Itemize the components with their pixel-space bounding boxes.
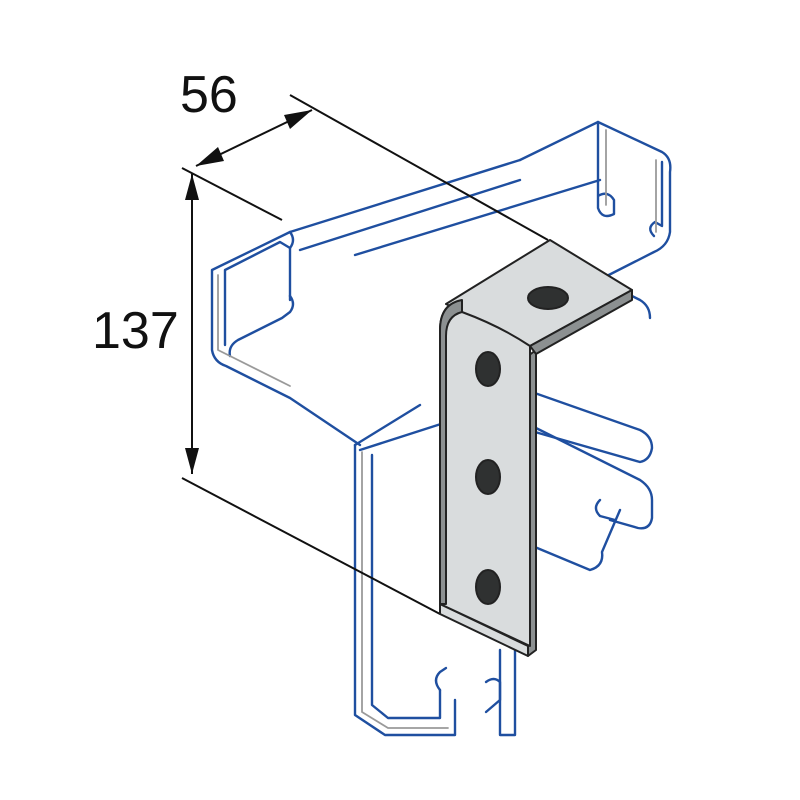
arrow-width-left xyxy=(196,147,224,166)
horizontal-channel-lower-rail xyxy=(453,363,654,464)
horizontal-channel-front-inner-line xyxy=(217,274,291,387)
bracket-hole-top xyxy=(527,286,569,310)
angle-bracket xyxy=(439,239,633,657)
horizontal-channel-bottom-lip xyxy=(594,498,617,522)
extension-line-top-left xyxy=(181,167,283,221)
horizontal-channel-front-profile xyxy=(210,230,362,447)
horizontal-channel-back-profile xyxy=(518,120,672,284)
extension-line-top-right xyxy=(289,94,549,241)
width-dimension-label: 56 xyxy=(180,66,238,124)
horizontal-channel xyxy=(210,120,672,572)
bracket-top-flange-edge xyxy=(529,289,633,355)
bracket-hole-middle xyxy=(475,459,501,495)
arrow-height-top xyxy=(185,174,199,200)
bracket-bend xyxy=(439,299,463,605)
vertical-channel-outline xyxy=(353,443,457,737)
horizontal-channel-top-edge xyxy=(288,158,522,234)
dimension-lines xyxy=(181,94,549,615)
horizontal-channel-bottom-rail xyxy=(498,408,654,530)
extension-line-bottom xyxy=(181,477,441,615)
horizontal-channel-back-lip xyxy=(649,160,664,238)
vertical-channel-lip-right xyxy=(484,677,502,714)
horizontal-channel-front-lip-bottom xyxy=(228,294,295,358)
vertical-channel-top-edge xyxy=(353,403,422,447)
vertical-channel xyxy=(353,403,517,737)
vertical-channel-lip-left xyxy=(434,666,448,692)
horizontal-channel-front-depth xyxy=(288,178,522,302)
arrow-width-right xyxy=(284,110,312,129)
vertical-channel-front-rib xyxy=(370,453,442,720)
horizontal-channel-back-inner-line xyxy=(605,129,657,233)
height-dimension-label: 137 xyxy=(92,302,179,360)
bracket-hole-lower xyxy=(475,569,501,605)
vertical-channel-inner xyxy=(361,451,449,729)
horizontal-channel-mid-edge xyxy=(353,178,602,257)
bracket-hole-upper xyxy=(475,351,501,387)
arrow-height-bottom xyxy=(185,448,199,474)
horizontal-channel-back-inner xyxy=(596,120,616,218)
horizontal-channel-front-lip-top xyxy=(223,230,295,347)
vertical-channel-right-wall xyxy=(498,643,517,737)
horizontal-channel-rear-rail xyxy=(598,278,652,320)
horizontal-channel-bottom-front xyxy=(528,508,622,572)
